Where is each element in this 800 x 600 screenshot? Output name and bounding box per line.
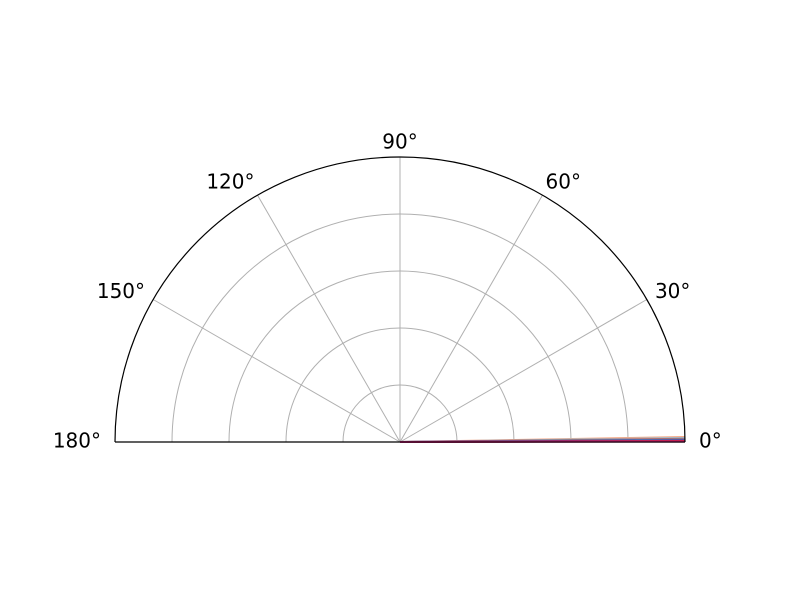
theta-tick-label-90: 90° xyxy=(382,130,417,154)
tick-label-layer: 0° 30° 60° 90° 120° 150° 180° xyxy=(53,130,722,453)
theta-tick-label-120: 120° xyxy=(206,170,254,194)
angular-gridline-5 xyxy=(152,299,401,443)
theta-tick-label-0: 0° xyxy=(699,429,722,453)
angular-gridline-2 xyxy=(399,194,543,443)
outer-arc xyxy=(114,156,686,443)
theta-tick-label-30: 30° xyxy=(655,279,690,303)
angular-gridline-4 xyxy=(257,194,401,443)
theta-tick-label-180: 180° xyxy=(53,429,101,453)
frame-layer xyxy=(114,156,686,443)
theta-tick-label-60: 60° xyxy=(546,170,581,194)
grid-layer xyxy=(152,157,648,443)
series-layer xyxy=(399,436,686,443)
theta-tick-label-150: 150° xyxy=(97,279,145,303)
angular-gridline-1 xyxy=(399,299,648,443)
